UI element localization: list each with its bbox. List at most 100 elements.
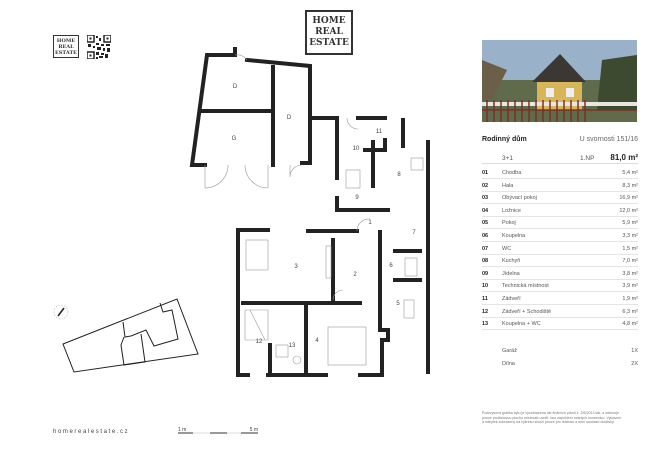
disclaimer: Podorysová grafika bytu je vyzobrazena d… <box>482 411 622 425</box>
room-area: 12,0 m² <box>619 207 638 214</box>
room-area: 16,9 m² <box>619 195 638 202</box>
website-link[interactable]: homerealestate.cz <box>53 429 130 435</box>
room-label-d: D <box>233 84 238 90</box>
room-number: 12 <box>482 308 489 315</box>
room-number: 05 <box>482 220 489 227</box>
room-number: 09 <box>482 270 489 277</box>
qr-code-icon[interactable] <box>87 35 111 59</box>
room-area: 7,0 m² <box>622 258 638 265</box>
room-number: 10 <box>482 283 489 290</box>
room-area: 1,9 m² <box>622 296 638 302</box>
room-label-4: 4 <box>315 338 319 344</box>
room-name: Hala <box>502 182 514 189</box>
room-row: 11 Zádveří 1,9 m² <box>482 293 638 305</box>
room-row: 08 Kuchyň 7,0 m² <box>482 255 638 268</box>
room-label-1: 1 <box>368 220 372 226</box>
room-area: 1,5 m² <box>622 245 638 252</box>
extra-name: Dílna <box>502 361 515 367</box>
room-label-12: 12 <box>256 339 263 345</box>
room-number: 02 <box>482 182 489 189</box>
room-label-8: 8 <box>397 172 401 178</box>
room-area: 3,9 m² <box>622 283 638 290</box>
room-row: 04 Ložnice 12,0 m² <box>482 205 638 217</box>
room-row: 03 Obývací pokoj 16,9 m² <box>482 192 638 205</box>
room-label-10: 10 <box>353 146 360 152</box>
room-name: Koupelna <box>502 233 526 239</box>
room-label-13: 13 <box>289 343 296 349</box>
room-area: 6,3 m² <box>622 308 638 315</box>
room-area: 5,9 m² <box>622 220 638 227</box>
extra-row: Dílna 2X <box>482 358 638 370</box>
room-number: 04 <box>482 207 489 214</box>
room-label-2: 2 <box>353 272 357 278</box>
house-photo <box>482 40 637 122</box>
logo-line: ESTATE <box>54 50 77 56</box>
room-row: 01 Chodba 5,4 m² <box>482 167 638 179</box>
extra-value: 1X <box>631 348 638 354</box>
room-area: 5,4 m² <box>622 170 638 176</box>
room-label-g: G <box>232 136 237 142</box>
room-name: Technická místnost <box>502 283 549 290</box>
room-number: 03 <box>482 195 489 202</box>
extra-name: Garáž <box>502 348 517 354</box>
extra-row: Garáž 1X <box>482 345 638 357</box>
summary-row: 3+1 1.NP 81,0 m² <box>482 150 638 164</box>
brand-logo: HOME REAL ESTATE <box>305 10 353 55</box>
scale-end: 5 m <box>250 427 258 433</box>
room-name: Chodba <box>502 170 522 176</box>
room-row: 02 Hala 8,3 m² <box>482 180 638 192</box>
compass-icon <box>53 304 69 320</box>
room-area: 8,3 m² <box>622 182 638 189</box>
room-label-6: 6 <box>389 263 393 269</box>
room-labels: D G D 1 2 3 4 5 6 7 8 9 10 11 12 13 <box>232 84 417 349</box>
room-label-7: 7 <box>412 230 416 236</box>
room-number: 08 <box>482 258 489 265</box>
room-row: 09 Jídelna 3,8 m² <box>482 268 638 280</box>
room-area: 3,8 m² <box>622 270 638 277</box>
room-name: Obývací pokoj <box>502 195 537 202</box>
room-number: 13 <box>482 321 489 328</box>
total-area: 81,0 m² <box>610 153 638 162</box>
room-number: 01 <box>482 170 489 176</box>
extra-value: 2X <box>631 361 638 367</box>
room-name: Jídelna <box>502 270 520 277</box>
brand-logo-small: HOME REAL ESTATE <box>53 35 79 58</box>
room-label-d: D <box>287 115 292 121</box>
room-number: 11 <box>482 296 488 302</box>
room-name: Pokoj <box>502 220 516 227</box>
floor: 1.NP <box>580 155 595 162</box>
room-row: 07 WC 1,5 m² <box>482 243 638 255</box>
room-number: 06 <box>482 233 489 239</box>
logo-line: ESTATE <box>309 38 349 48</box>
walls <box>189 47 430 377</box>
property-type: Rodinný dům <box>482 136 527 143</box>
room-row: 05 Pokoj 5,9 m² <box>482 217 638 230</box>
room-area: 4,8 m² <box>622 321 638 328</box>
layout: 3+1 <box>502 155 514 162</box>
room-name: Kuchyň <box>502 258 521 265</box>
room-name: Zádveří <box>502 296 521 302</box>
room-label-5: 5 <box>396 301 400 307</box>
room-name: WC <box>502 245 512 252</box>
doors-furniture <box>204 54 424 366</box>
room-name: Koupelna + WC <box>502 321 541 328</box>
room-number: 07 <box>482 245 489 252</box>
room-label-3: 3 <box>294 264 298 270</box>
site-plan <box>62 298 199 373</box>
scale-start: 1 m <box>178 427 186 433</box>
room-row: 10 Technická místnost 3,9 m² <box>482 280 638 293</box>
room-label-11: 11 <box>376 129 383 135</box>
room-row: 12 Zádveří + Schodiště 6,3 m² <box>482 306 638 318</box>
room-row: 06 Koupelna 3,3 m² <box>482 230 638 242</box>
room-row: 13 Koupelna + WC 4,8 m² <box>482 318 638 331</box>
logo-line: REAL <box>315 27 343 37</box>
room-label-9: 9 <box>355 195 359 201</box>
room-name: Ložnice <box>502 207 521 214</box>
room-name: Zádveří + Schodiště <box>502 308 552 315</box>
room-area: 3,3 m² <box>622 233 638 239</box>
logo-line: REAL <box>58 44 74 50</box>
property-address: U svornosti 151/16 <box>579 136 638 143</box>
logo-line: HOME <box>56 38 76 44</box>
logo-line: HOME <box>312 16 346 26</box>
